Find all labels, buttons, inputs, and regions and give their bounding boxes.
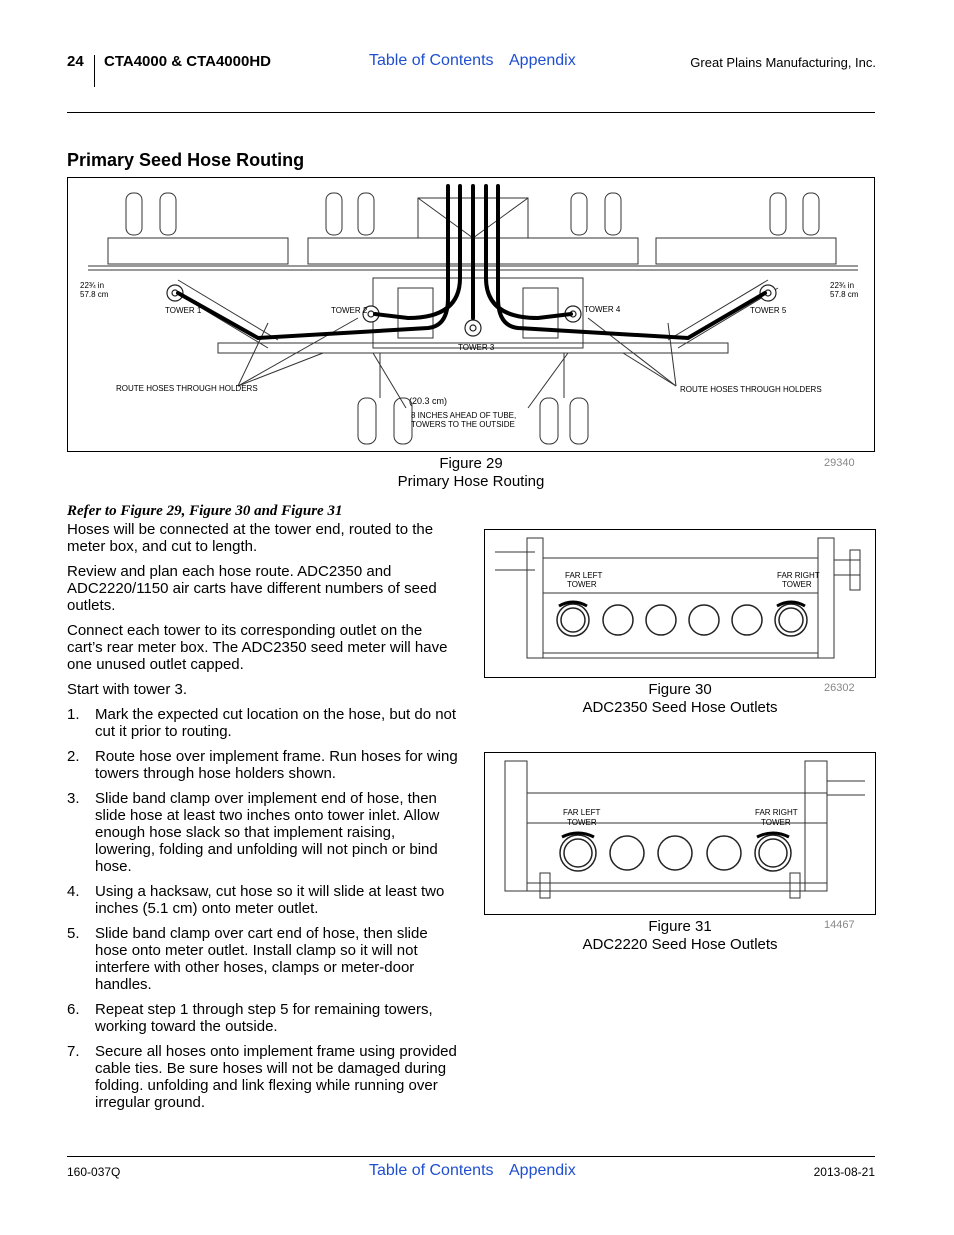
fig29-dim-left-cm: 57.8 cm	[80, 290, 109, 299]
header-appendix-link[interactable]: Appendix	[509, 52, 576, 69]
figure-30-drawing: FAR LEFT TOWER FAR RIGHT TOWER	[495, 537, 861, 659]
paragraph: Review and plan each hose route. ADC2350…	[67, 563, 437, 614]
fig29-tower3-label: TOWER 3	[458, 343, 495, 352]
figure-29-drawing: 22¾ in 57.8 cm TOWER 1 TOWER 2 TOWER 3 T…	[80, 184, 859, 445]
fig29-dim-right-cm: 57.8 cm	[830, 290, 859, 299]
fig29-ahead-line1: 8 INCHES AHEAD OF TUBE,	[411, 411, 516, 420]
figure-reference: Refer to Figure 29, Figure 30 and Figure…	[67, 503, 343, 519]
page-number: 24	[67, 53, 84, 70]
footer-rule	[67, 1156, 875, 1157]
figure-31-drawing: FAR LEFT TOWER FAR RIGHT TOWER	[504, 760, 865, 899]
doc-number: 160-037Q	[67, 1165, 121, 1179]
fig31-far-right-label-1: FAR RIGHT	[755, 808, 798, 817]
figure-29-number: Figure 29	[439, 455, 503, 472]
figure-29-id: 29340	[824, 457, 855, 469]
step-item: 1.Mark the expected cut location on the …	[67, 706, 457, 740]
company-name: Great Plains Manufacturing, Inc.	[690, 55, 876, 70]
fig30-far-right-label-2: TOWER	[782, 580, 812, 589]
fig29-dim-right-in: 22¾ in	[830, 281, 854, 290]
figure-30-id: 26302	[824, 682, 855, 694]
step-item: 5.Slide band clamp over cart end of hose…	[67, 925, 428, 993]
figure-31-frame: FAR LEFT TOWER FAR RIGHT TOWER	[484, 752, 876, 915]
fig29-route-left-label: ROUTE HOSES THROUGH HOLDERS	[116, 384, 258, 393]
step-item: 4.Using a hacksaw, cut hose so it will s…	[67, 883, 445, 917]
fig31-far-left-label-2: TOWER	[567, 818, 597, 827]
fig31-far-right-label-2: TOWER	[761, 818, 791, 827]
figure-30-caption: Figure 30 ADC2350 Seed Hose Outlets	[570, 681, 790, 717]
figure-31-id: 14467	[824, 919, 855, 931]
footer-date: 2013-08-21	[813, 1165, 875, 1179]
fig30-far-left-label-2: TOWER	[567, 580, 597, 589]
header-rule	[67, 112, 875, 113]
figure-31-caption: Figure 31 ADC2220 Seed Hose Outlets	[570, 918, 790, 954]
figure-30-number: Figure 30	[648, 681, 712, 698]
paragraph: Start with tower 3.	[67, 681, 188, 698]
paragraph: Hoses will be connected at the tower end…	[67, 521, 434, 555]
step-item: 6.Repeat step 1 through step 5 for remai…	[67, 1001, 433, 1035]
figure-31-title: ADC2220 Seed Hose Outlets	[582, 936, 778, 953]
fig29-route-right-label: ROUTE HOSES THROUGH HOLDERS	[680, 385, 822, 394]
figure-30-title: ADC2350 Seed Hose Outlets	[582, 699, 778, 716]
figure-29-frame: 22¾ in 57.8 cm TOWER 1 TOWER 2 TOWER 3 T…	[67, 177, 875, 452]
footer-appendix-link[interactable]: Appendix	[509, 1162, 576, 1179]
header-toc-link[interactable]: Table of Contents	[369, 52, 494, 69]
fig30-far-right-label-1: FAR RIGHT	[777, 571, 820, 580]
instructions-column: Hoses will be connected at the tower end…	[67, 521, 459, 1119]
fig29-tower2-label: TOWER 2	[331, 306, 368, 315]
fig29-tower5-label: TOWER 5	[750, 306, 787, 315]
step-item: 2.Route hose over implement frame. Run h…	[67, 748, 458, 782]
figure-31-number: Figure 31	[648, 918, 712, 935]
footer-toc-link[interactable]: Table of Contents	[369, 1162, 494, 1179]
figure-29-title: Primary Hose Routing	[397, 473, 545, 490]
step-item: 3.Slide band clamp over implement end of…	[67, 790, 440, 875]
figure-29-caption: Figure 29 Primary Hose Routing	[371, 455, 571, 491]
figure-30-frame: FAR LEFT TOWER FAR RIGHT TOWER	[484, 529, 876, 678]
fig29-tower4-label: TOWER 4	[584, 305, 621, 314]
fig29-dim-left-in: 22¾ in	[80, 281, 104, 290]
step-item: 7.Secure all hoses onto implement frame …	[67, 1043, 457, 1111]
fig31-far-left-label-1: FAR LEFT	[563, 808, 600, 817]
header-divider	[94, 55, 95, 87]
fig30-far-left-label-1: FAR LEFT	[565, 571, 602, 580]
paragraph: Connect each tower to its corresponding …	[67, 622, 448, 673]
section-title: Primary Seed Hose Routing	[67, 150, 305, 170]
fig29-ahead-line2: TOWERS TO THE OUTSIDE	[411, 420, 515, 429]
doc-title: CTA4000 & CTA4000HD	[104, 53, 271, 70]
fig29-tower1-label: TOWER 1	[165, 306, 202, 315]
fig29-ahead-cm: (20.3 cm)	[409, 396, 447, 406]
steps-list: 1.Mark the expected cut location on the …	[67, 706, 459, 1111]
